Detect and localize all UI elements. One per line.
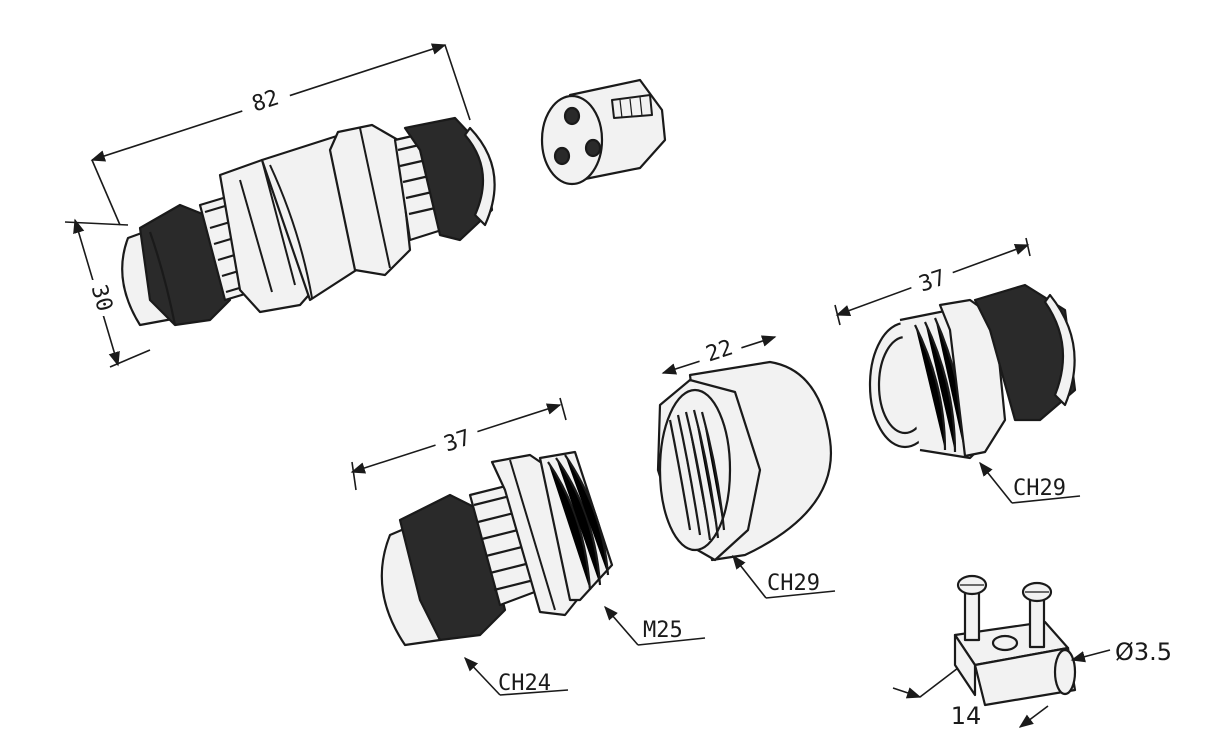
dimension-14-label: 14	[951, 702, 982, 730]
callout-ch24: CH24	[464, 656, 569, 696]
terminal-block	[953, 574, 1077, 707]
callout-ch29-body: CH29	[979, 461, 1081, 504]
callout-ch29-nut-label: CH29	[767, 571, 820, 596]
dimension-14: 14	[892, 667, 1049, 730]
assembled-cable-gland	[121, 116, 496, 327]
callout-ch24-label: CH24	[498, 671, 551, 696]
dimension-30: 30	[64, 218, 151, 368]
callout-ch29-body-label: CH29	[1013, 476, 1066, 501]
callout-diameter-label: Ø3.5	[1115, 638, 1172, 666]
dimension-82: 82	[90, 43, 471, 226]
callout-ch29-nut: CH29	[732, 554, 836, 599]
gland-body-m25	[380, 450, 614, 647]
gland-body-right	[868, 283, 1077, 460]
callout-m25-label: M25	[643, 618, 683, 643]
seal-insert	[540, 78, 667, 186]
cap-nut-ch29	[656, 360, 833, 562]
callout-m25: M25	[604, 605, 706, 646]
callout-diameter: Ø3.5	[1070, 638, 1172, 666]
